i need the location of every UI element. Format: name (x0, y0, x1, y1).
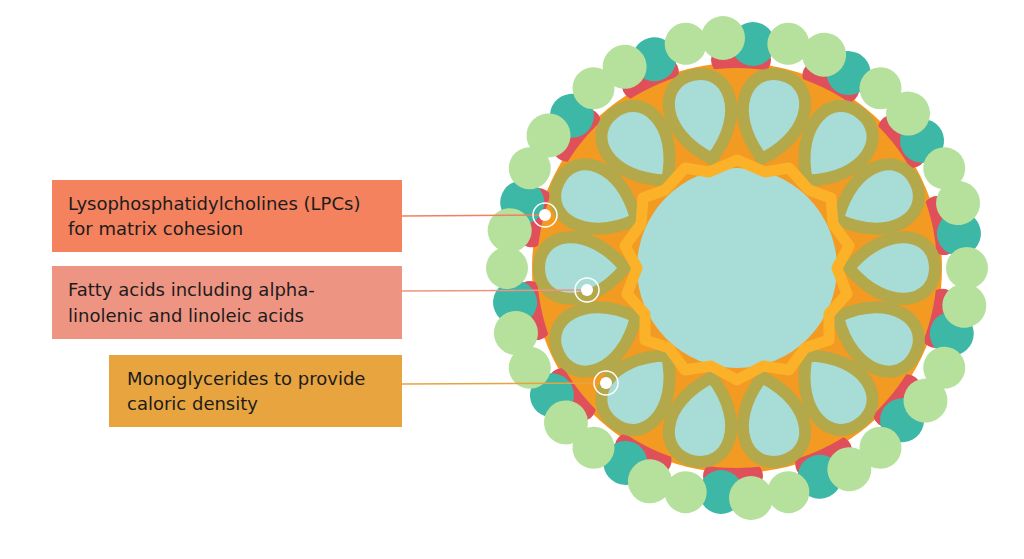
label-box: Monoglycerides to provide caloric densit… (109, 355, 402, 427)
label-box: Fatty acids including alpha- linolenic a… (52, 266, 402, 339)
label-text-group: Fatty acids including alpha- linolenic a… (68, 277, 390, 327)
label-text: Lysophosphatidylcholines (LPCs) for matr… (68, 191, 390, 241)
point-markers (533, 203, 618, 395)
label-text: Fatty acids including alpha- linolenic a… (68, 277, 390, 327)
label-text: Monoglycerides to provide caloric densit… (127, 366, 390, 416)
micelle (483, 16, 991, 520)
leader-lines (402, 215, 606, 384)
label-text-group: Monoglycerides to provide caloric densit… (127, 366, 390, 416)
label-box: Lysophosphatidylcholines (LPCs) for matr… (52, 180, 402, 252)
label-text-group: Lysophosphatidylcholines (LPCs) for matr… (68, 191, 390, 241)
